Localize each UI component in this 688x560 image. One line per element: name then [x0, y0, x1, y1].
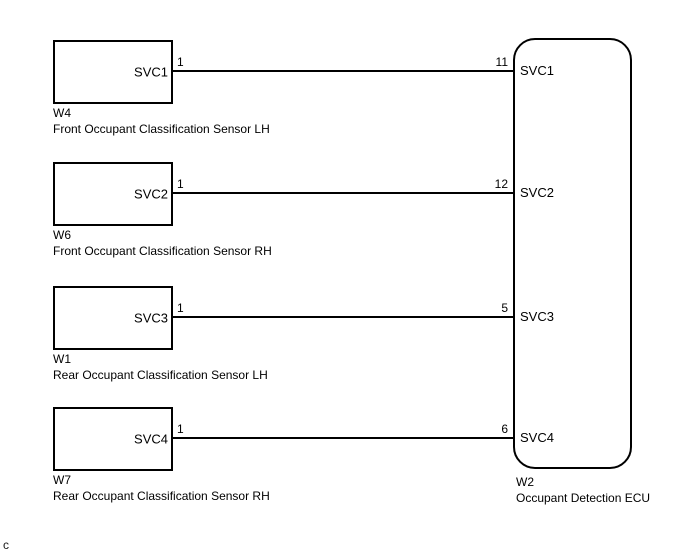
sensor-connector-label: SVC3	[134, 310, 168, 326]
ecu-pin-number: 12	[494, 177, 508, 191]
ecu-pin-number: 6	[501, 422, 508, 436]
sensor-name-label: Rear Occupant Classification Sensor RH	[53, 489, 270, 503]
ecu-code-label: W2	[516, 475, 534, 489]
wire-svc1	[173, 70, 513, 72]
sensor-box-w7: SVC4	[53, 407, 173, 471]
wire-svc2	[173, 192, 513, 194]
page-marker: c	[3, 538, 9, 552]
sensor-connector-label: SVC1	[134, 64, 168, 80]
sensor-pin-number: 1	[177, 55, 184, 69]
sensor-code-label: W7	[53, 473, 71, 487]
sensor-name-label: Rear Occupant Classification Sensor LH	[53, 368, 268, 382]
wire-svc3	[173, 316, 513, 318]
ecu-terminal-label: SVC3	[520, 309, 554, 324]
ecu-pin-number: 5	[501, 301, 508, 315]
sensor-connector-label: SVC4	[134, 431, 168, 447]
sensor-pin-number: 1	[177, 422, 184, 436]
ecu-name-label: Occupant Detection ECU	[516, 491, 651, 505]
sensor-code-label: W6	[53, 228, 71, 242]
sensor-box-w4: SVC1	[53, 40, 173, 104]
sensor-connector-label: SVC2	[134, 186, 168, 202]
ecu-pin-number: 11	[495, 55, 508, 69]
ecu-terminal-label: SVC2	[520, 185, 554, 200]
sensor-name-label: Front Occupant Classification Sensor LH	[53, 122, 270, 136]
sensor-name-label: Front Occupant Classification Sensor RH	[53, 244, 272, 258]
sensor-code-label: W4	[53, 106, 71, 120]
ecu-terminal-label: SVC1	[520, 63, 554, 78]
sensor-code-label: W1	[53, 352, 71, 366]
ecu-box	[513, 38, 632, 469]
sensor-box-w6: SVC2	[53, 162, 173, 226]
wire-svc4	[173, 437, 513, 439]
sensor-box-w1: SVC3	[53, 286, 173, 350]
ecu-terminal-label: SVC4	[520, 430, 554, 445]
sensor-pin-number: 1	[177, 301, 184, 315]
sensor-pin-number: 1	[177, 177, 184, 191]
